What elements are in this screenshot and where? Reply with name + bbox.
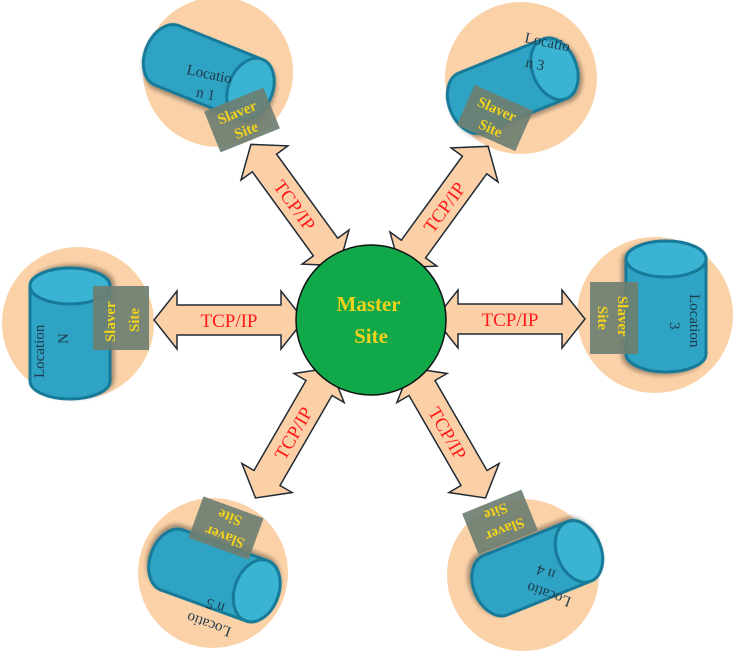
slave-site-box: Slaver Site — [93, 286, 149, 350]
slave-site-label: Slaver Site — [103, 298, 143, 342]
location-label: Location N — [32, 321, 72, 378]
site-right: Location 3 Slaver Site — [577, 237, 733, 393]
slave-site-box: Slaver Site — [590, 282, 638, 354]
database-cylinder-icon — [470, 519, 605, 618]
slave-site-label: Slaver Site — [594, 296, 630, 340]
site-top-left: Locatio n 1 Slaver Site — [141, 0, 293, 153]
location-label: Location 3 — [666, 294, 702, 351]
link-label: TCP/IP — [200, 311, 257, 332]
database-cylinder-icon — [147, 527, 282, 624]
master-circle — [295, 244, 447, 396]
slave-site-box: Slaver Site — [456, 84, 534, 152]
link-label: TCP/IP — [481, 310, 538, 331]
database-cylinder-icon — [28, 266, 112, 401]
master-site-node: Master Site — [295, 244, 447, 396]
link-arrow-right: TCP/IP — [434, 289, 586, 349]
site-bottom-left: Locatio n 5 Slaver Site — [138, 496, 288, 648]
site-left: Location N Slaver Site — [2, 247, 154, 401]
site-top-right: Locatio n 3 Slaver Site — [445, 2, 597, 154]
link-arrow-left: TCP/IP — [153, 290, 305, 350]
site-bottom-right: Locatio n 4 Slaver Site — [447, 489, 605, 651]
database-cylinder-icon — [624, 239, 708, 374]
master-label: Master Site — [337, 292, 406, 348]
